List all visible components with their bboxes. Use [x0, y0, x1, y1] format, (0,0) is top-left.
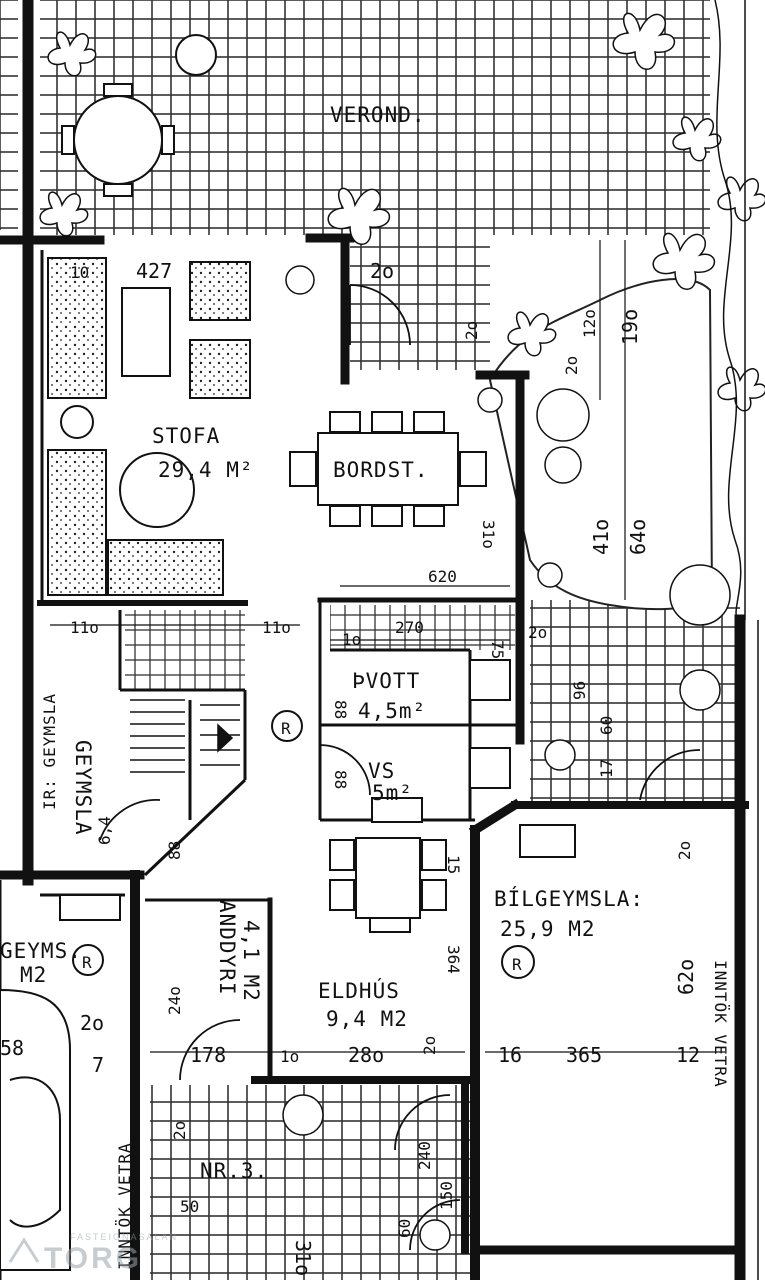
dim-20f: 2o — [80, 1011, 104, 1035]
verond-label: VEROND. — [330, 103, 426, 127]
dim-2o: 2o — [420, 1036, 439, 1055]
stair-tiles — [125, 610, 245, 690]
vs-label: VS — [368, 759, 395, 783]
dim-178: 178 — [190, 1043, 226, 1067]
dimension-labels: 427 2o 10 2o 12o 19o 2o 31o 620 41o 64o … — [0, 259, 700, 1276]
room-labels: VEROND. STOFA 29,4 M² BORDST. ÞVOTT 4,5m… — [0, 103, 730, 1270]
brand-big: TORG — [44, 1242, 142, 1275]
dim-64o: 64o — [626, 519, 650, 555]
dim-15: 15 — [444, 855, 463, 874]
dim-96: 96 — [570, 681, 589, 700]
door-swings — [99, 284, 701, 1251]
walls — [0, 0, 749, 1280]
dim-50: 50 — [180, 1197, 199, 1216]
dim-7: 7 — [92, 1053, 104, 1077]
dim-88a: 88 — [331, 700, 350, 719]
tiled-areas — [0, 0, 740, 1280]
dim-20e: 2o — [675, 841, 694, 860]
dim-60b: 60 — [395, 1219, 414, 1238]
thvott-area: 4,5m² — [358, 699, 426, 723]
stofa-area: 29,4 M² — [158, 458, 254, 482]
dim-41o: 41o — [589, 519, 613, 555]
dim-12: 12 — [676, 1043, 700, 1067]
dim-1o: 1o — [280, 1047, 299, 1066]
dim-20g: 2o — [170, 1121, 189, 1140]
dim-24o: 24o — [165, 986, 184, 1015]
dim-427: 427 — [136, 259, 172, 283]
eldhus-label: ELDHÚS — [318, 978, 400, 1003]
radiator-markers — [72, 710, 535, 979]
dim-28o: 28o — [348, 1043, 384, 1067]
dim-19o: 19o — [618, 309, 642, 345]
dim-88c: 88 — [165, 841, 184, 860]
bilgeymsla-area: 25,9 M2 — [500, 917, 596, 941]
brand-watermark: FASTEIGNASALAN TORG — [8, 1232, 178, 1275]
dim-12o: 12o — [580, 309, 599, 338]
veranda-step-tiles — [350, 235, 490, 370]
brand-small: FASTEIGNASALAN — [70, 1232, 178, 1242]
geymsla-left-area: M2 — [20, 963, 47, 987]
vetur-label-left: INNTÖK VETRA — [115, 1142, 134, 1270]
dim-310: 31o — [479, 520, 498, 549]
dim-58: 58 — [0, 1036, 24, 1060]
eldhus-area: 9,4 M2 — [326, 1007, 408, 1031]
dim-60: 60 — [597, 716, 616, 735]
dim-150: 150 — [437, 1181, 456, 1210]
dim-10a: 10 — [70, 263, 89, 282]
dimension-lines — [50, 240, 725, 1053]
bilgeymsla-label: BÍLGEYMSLA: — [494, 886, 644, 911]
stofa-label: STOFA — [152, 424, 220, 448]
round-table — [73, 95, 163, 185]
dim-62o: 62o — [674, 959, 698, 995]
ir-geymsla-label: IR: GEYMSLA — [40, 693, 59, 810]
radiator-label-2: R — [512, 955, 523, 974]
plants — [39, 12, 765, 1251]
exterior-hedge — [714, 0, 759, 1280]
dim-64: 6,4 — [95, 816, 114, 845]
dim-310b: 31o — [291, 1240, 315, 1276]
dim-364: 364 — [444, 945, 463, 974]
dim-20b: 2o — [462, 321, 481, 340]
dim-240: 240 — [415, 1141, 434, 1170]
partitions — [0, 250, 520, 1280]
dim-110b: 11o — [262, 618, 291, 637]
dim-110a: 11o — [70, 618, 99, 637]
dim-365: 365 — [566, 1043, 602, 1067]
anddyri-area: 4,1 M2 — [239, 920, 263, 1002]
vetur-label-right: INNTÖK VETRA — [711, 960, 730, 1088]
brand-logo-icon — [8, 1237, 40, 1263]
dim-20c: 2o — [562, 356, 581, 375]
furniture — [0, 34, 576, 1271]
dim-16: 16 — [498, 1043, 522, 1067]
vs-area: 5m² — [372, 781, 413, 805]
dim-20a: 2o — [370, 259, 394, 283]
geymsla-mid-label: GEYMSLA — [71, 740, 95, 836]
garden-lawn — [488, 278, 714, 611]
thvott-label: ÞVOTT — [352, 669, 420, 693]
bordst-label: BORDST. — [333, 458, 429, 482]
laundry-tiles — [330, 605, 515, 650]
anddyri-label: ANDDYRI — [215, 900, 239, 996]
staircase — [130, 699, 240, 773]
dim-620: 620 — [428, 567, 457, 586]
radiator-label-3: R — [82, 953, 93, 972]
dim-88b: 88 — [331, 770, 350, 789]
dining-table — [317, 432, 459, 506]
geymsla-left-label: GEYMS. — [0, 939, 82, 963]
dim-17: 17 — [597, 759, 616, 778]
planter — [175, 34, 217, 76]
dim-270: 270 — [395, 618, 424, 637]
left-edge-tiles — [0, 0, 18, 230]
dim-75: 75 — [488, 640, 507, 659]
radiator-label-1: R — [281, 719, 292, 738]
dim-20d: 2o — [528, 623, 547, 642]
nr-label: NR.3. — [200, 1159, 268, 1183]
